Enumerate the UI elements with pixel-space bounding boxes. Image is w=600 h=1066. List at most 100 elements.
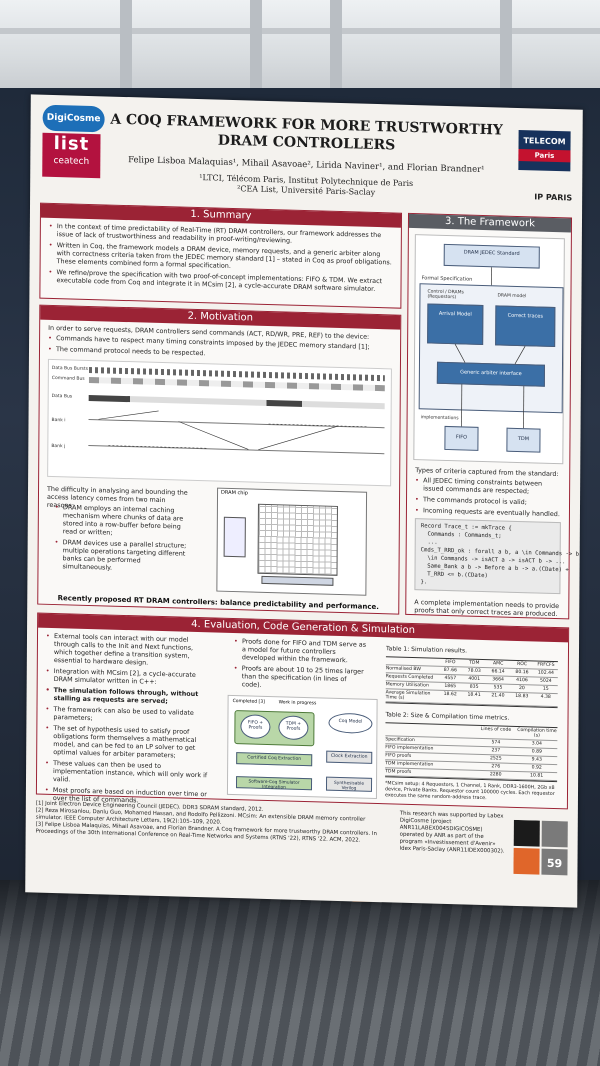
size-metrics-table: Lines of code Compilation time (s) Speci… <box>385 722 558 783</box>
table-cell: 4106 <box>516 677 528 684</box>
table-cell: 0.92 <box>531 765 542 771</box>
window-frame-bar <box>330 0 342 92</box>
mcsim-setup-note: *MCsim setup: 4 Requestors, 1 Channel, 1… <box>384 781 555 802</box>
table-header-cell: AMC <box>493 661 504 667</box>
table-cell: 78.03 <box>467 668 481 674</box>
poster-title: A COQ FRAMEWORK FOR MORE TRUSTWORTHY DRA… <box>110 111 503 154</box>
tdm-proofs-node: TDM + Proofs <box>278 715 309 741</box>
table-header-cell: Lines of code <box>480 726 512 733</box>
eval-item: The set of hypothesis used to satisfy pr… <box>45 724 211 761</box>
table-cell: 4001 <box>468 676 481 682</box>
window-rail <box>0 28 600 34</box>
eval-item: The framework can also be used to valida… <box>45 705 211 726</box>
poster-affiliations: ¹LTCI, Télécom Paris, Institut Polytechn… <box>108 171 504 202</box>
table-cell: 18.83 <box>515 693 529 700</box>
ip-paris-logo: IP PARIS <box>534 192 573 203</box>
table-cell: 3.04 <box>531 741 543 747</box>
table-cell: 2280 <box>489 772 502 778</box>
telecom-logo-text: TELECOM <box>523 136 566 147</box>
table-cell: 237 <box>491 748 501 754</box>
table-cell: 18.41 <box>467 692 481 698</box>
window-frame-bar <box>120 0 132 92</box>
references: [1] Joint Electron Device Engineering Co… <box>36 801 392 846</box>
clock-extraction-node: Clock Extraction <box>326 750 373 764</box>
table-cell: 18.62 <box>443 691 457 698</box>
acknowledgement: This research was supported by Labex Dig… <box>399 810 505 855</box>
mcsim-integration-node: Software-Coq Simulator Integration <box>235 776 313 790</box>
framework-arrows <box>454 267 526 429</box>
row-buffer <box>261 575 334 586</box>
evaluation-left-list: External tools can interact with our mod… <box>37 630 220 810</box>
table-cell: 80.16 <box>515 669 529 676</box>
reason-item: DRAM employs an internal caching mechani… <box>55 503 189 539</box>
table-cell: 21.40 <box>491 693 505 699</box>
table-cell: 15 <box>542 686 549 692</box>
table-header-cell: TDM <box>469 660 480 666</box>
table-header-cell: FIFO <box>445 659 456 666</box>
table-cell: 102.44 <box>537 670 554 676</box>
framework-heading: 3. The Framework <box>408 213 572 233</box>
dram-structure-area: The difficulty in analysing and bounding… <box>38 481 399 601</box>
table-cell: 20 <box>518 686 525 692</box>
motivation-section: 2. Motivation In order to serve requests… <box>37 304 402 615</box>
table-cell: 1865 <box>444 683 457 690</box>
table-cell: 5024 <box>539 678 552 684</box>
poster: DigiCosme list ceatech TELECOM Paris IP … <box>25 94 583 908</box>
table-cell: 535 <box>493 685 503 691</box>
dram-chip-label: DRAM chip <box>221 489 249 497</box>
table-cell: Normalised BW <box>385 666 421 673</box>
ceatech-logo-text: ceatech <box>53 155 90 167</box>
verilog-node: Synthesisable Verilog <box>325 776 373 792</box>
evaluation-mid-list: Proofs done for FIFO and TDM serve as a … <box>226 635 376 695</box>
criteria-item: All JEDEC timing constraints between iss… <box>415 476 561 496</box>
reason-item: DRAM devices use a parallel structure; m… <box>54 538 188 574</box>
table-cell: 3664 <box>492 677 504 683</box>
criteria-item: Incoming requests are eventually handled… <box>415 506 561 518</box>
eval-item: External tools can interact with our mod… <box>46 632 212 669</box>
framework-section: 3. The Framework DRAM JEDEC Standard For… <box>405 212 579 620</box>
table-header-cell: Compilation time (s) <box>517 727 557 739</box>
simulation-results-table: FIFO TDM AMC ROC FRFCFS Normalised BW 87… <box>385 656 558 709</box>
summary-section: 1. Summary In the context of time predic… <box>39 202 403 309</box>
tables-area: Table 1: Simulation results. FIFO TDM AM… <box>385 641 564 804</box>
timing-label: Data Bus Bursts <box>51 365 89 372</box>
criteria-list: All JEDEC timing constraints between iss… <box>407 474 569 519</box>
table-header-cell: FRFCFS <box>537 662 555 669</box>
table-cell: 9.43 <box>531 757 542 763</box>
framework-diagram: DRAM JEDEC Standard Formal Specification… <box>413 234 565 465</box>
table1-caption: Table 1: Simulation results. <box>385 645 468 655</box>
timing-label: Bank j <box>51 443 66 450</box>
list-logo-text: list <box>53 133 90 155</box>
digicosme-logo: DigiCosme <box>42 104 105 133</box>
table-cell: 66.14 <box>491 669 505 675</box>
telecom-logo-sub: Paris <box>518 148 571 163</box>
fifo-proofs-node: FIFO + Proofs <box>240 714 271 740</box>
table-cell: TDM proofs <box>385 769 412 776</box>
framework-closing: A complete implementation needs to provi… <box>414 598 560 619</box>
eval-mid-item: Proofs done for FIFO and TDM serve as a … <box>234 637 368 665</box>
toolchain-diagram: Completed [3] Work in progress FIFO + Pr… <box>226 694 378 800</box>
floor-shadow <box>0 880 600 1066</box>
timing-label: Data Bus <box>51 393 73 400</box>
window-frame-bar <box>250 0 262 92</box>
timing-diagram: Data Bus Bursts Command Bus Data Bus Ban… <box>47 358 392 487</box>
legend-wip: Work in progress <box>278 700 317 707</box>
criteria-item: The commands protocol is valid; <box>415 495 561 507</box>
table-cell: 0.89 <box>531 749 542 755</box>
cea-list-logo: list ceatech <box>42 132 101 179</box>
table-header-cell <box>386 658 439 664</box>
reasons-list: DRAM employs an internal caching mechani… <box>46 499 197 577</box>
timing-arrows <box>98 410 369 451</box>
eval-mid-item: Proofs are about 10 to 25 times larger t… <box>234 664 368 692</box>
timing-label: Command Bus <box>51 375 85 382</box>
window-frame-bar <box>500 0 512 92</box>
control-logic <box>223 516 246 558</box>
table-cell: 835 <box>469 684 479 690</box>
dram-chip-diagram: DRAM chip <box>216 487 368 596</box>
table2-caption: Table 2: Size & Compilation time metrics… <box>385 711 510 722</box>
summary-list: In the context of time predictability of… <box>40 218 400 294</box>
badge-number: 59 <box>547 857 562 870</box>
legend-completed: Completed [3] <box>232 699 265 705</box>
eval-item: These values can then be used to impleme… <box>45 759 211 788</box>
eval-item: Integration with MCsim [2], a cycle-accu… <box>46 667 212 688</box>
